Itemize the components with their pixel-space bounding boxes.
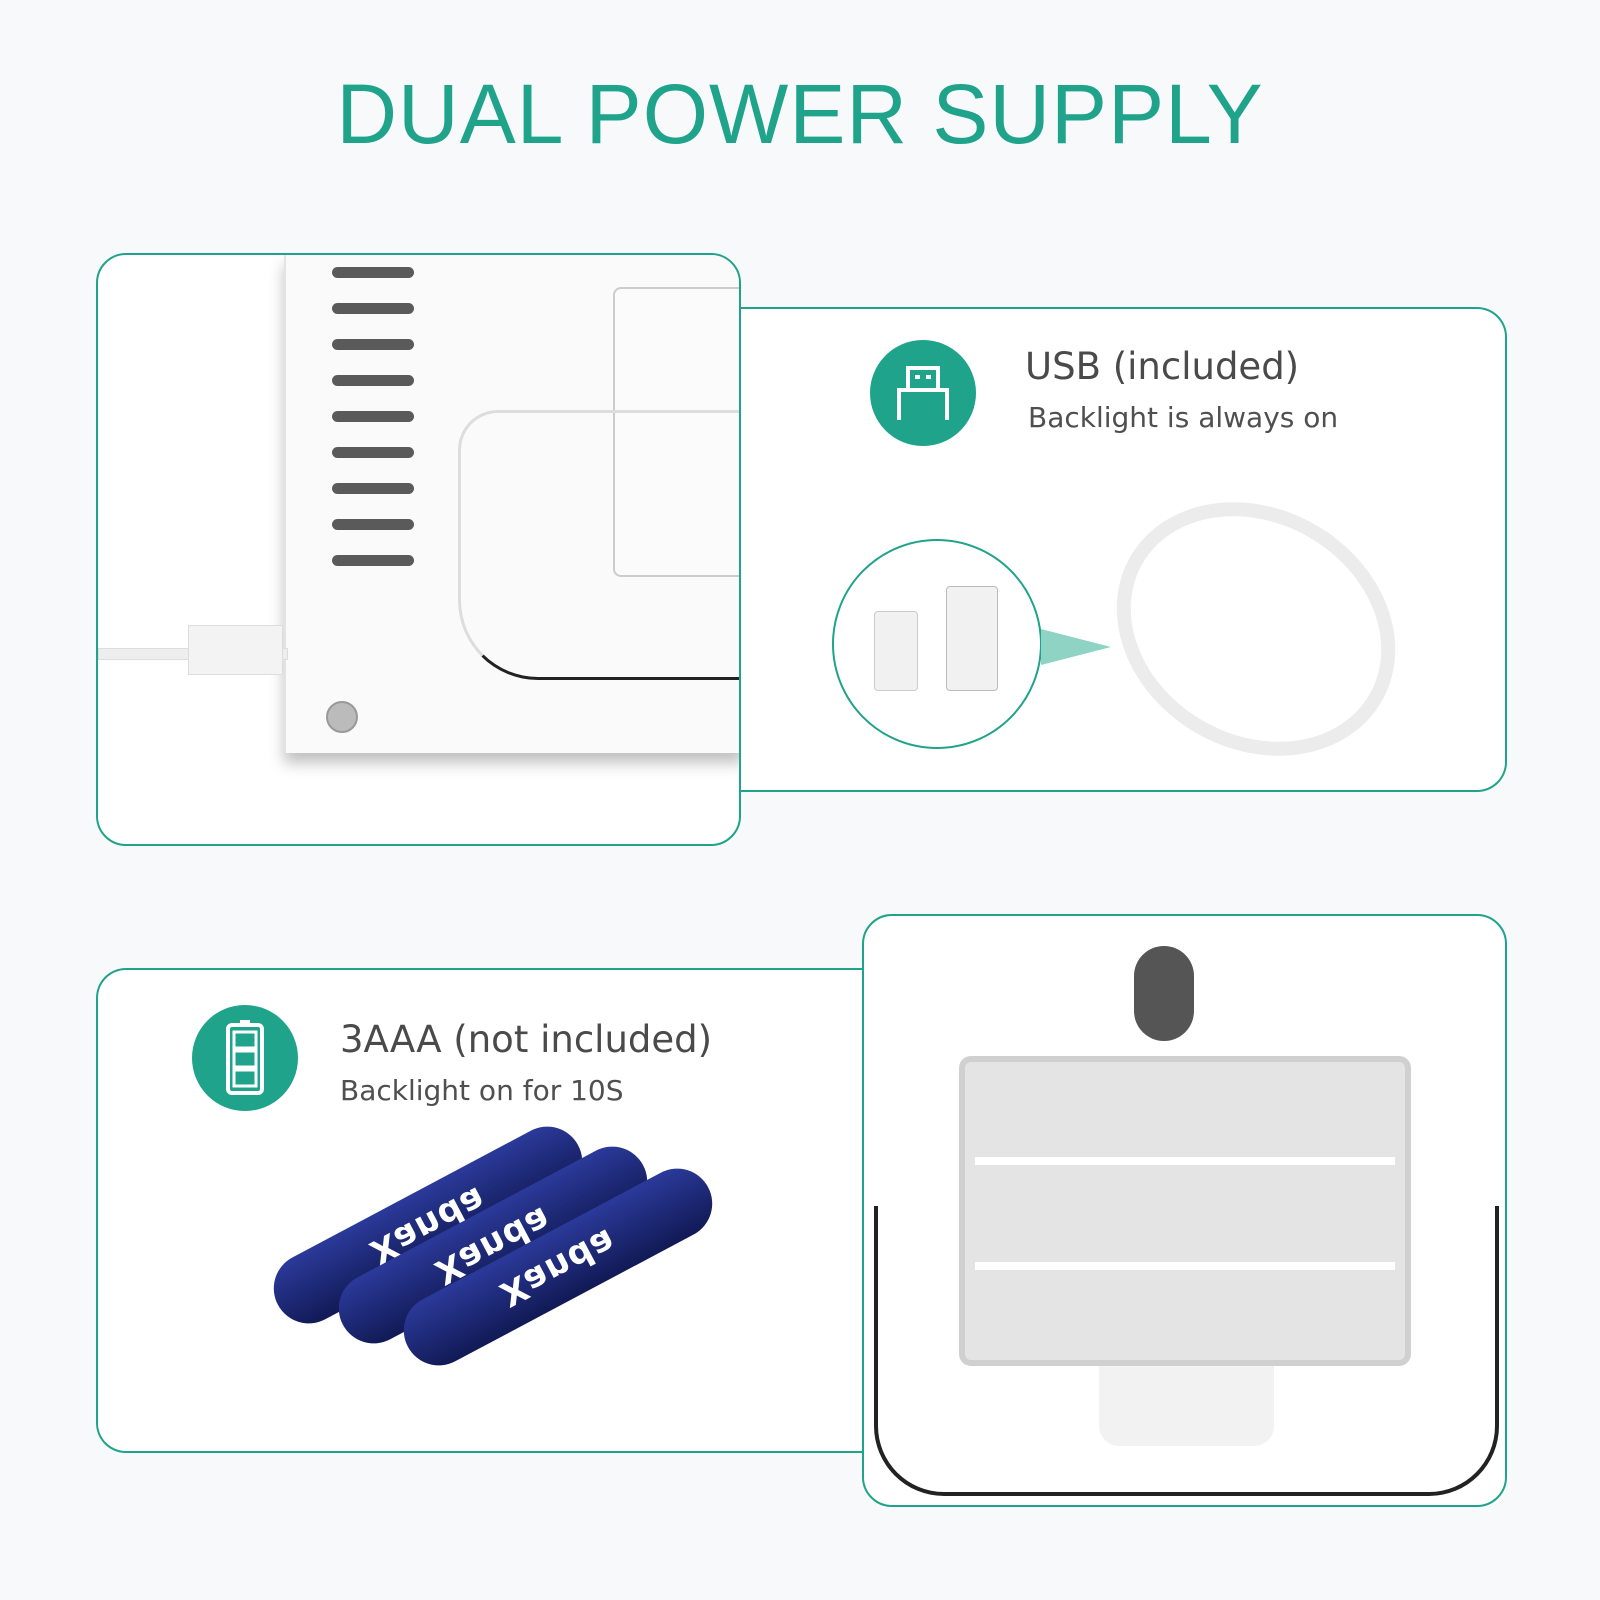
usb-icon [870, 340, 976, 446]
pointer-arrow [1041, 629, 1111, 665]
vent-slot [332, 411, 414, 422]
stand [1099, 1366, 1274, 1446]
vent-slot [332, 267, 414, 278]
battery-subtitle: Backlight on for 10S [340, 1074, 624, 1107]
device-edge [874, 1206, 1499, 1496]
usb-subtitle: Backlight is always on [1028, 401, 1339, 434]
vent-slot [332, 303, 414, 314]
vent-slot [332, 483, 414, 494]
usb-a-connector [946, 586, 998, 691]
usb-cable [1070, 452, 1442, 806]
screw-icon [326, 701, 358, 733]
battery-title: 3AAA (not included) [340, 1018, 713, 1061]
battery-compartment-photo [862, 914, 1507, 1507]
battery-icon [192, 1005, 298, 1111]
vent-slot [332, 555, 414, 566]
device-side-photo [96, 253, 741, 846]
slot-divider [975, 1262, 1395, 1270]
usb-plug [188, 625, 283, 675]
micro-usb-connector [874, 611, 918, 691]
vent-slot [332, 447, 414, 458]
wall-mount-hole [1134, 946, 1194, 1041]
usb-title: USB (included) [1025, 345, 1300, 388]
vent-slot [332, 519, 414, 530]
battery-panel: 3AAA (not included) Backlight on for 10S… [96, 968, 862, 1453]
battery-slots [959, 1056, 1411, 1366]
page-title: DUAL POWER SUPPLY [336, 67, 1264, 161]
vent-slot [332, 375, 414, 386]
slot-divider [975, 1157, 1395, 1165]
vent-slot [332, 339, 414, 350]
usb-panel: USB (included) Backlight is always on [741, 307, 1507, 806]
connector-closeup [832, 539, 1042, 749]
